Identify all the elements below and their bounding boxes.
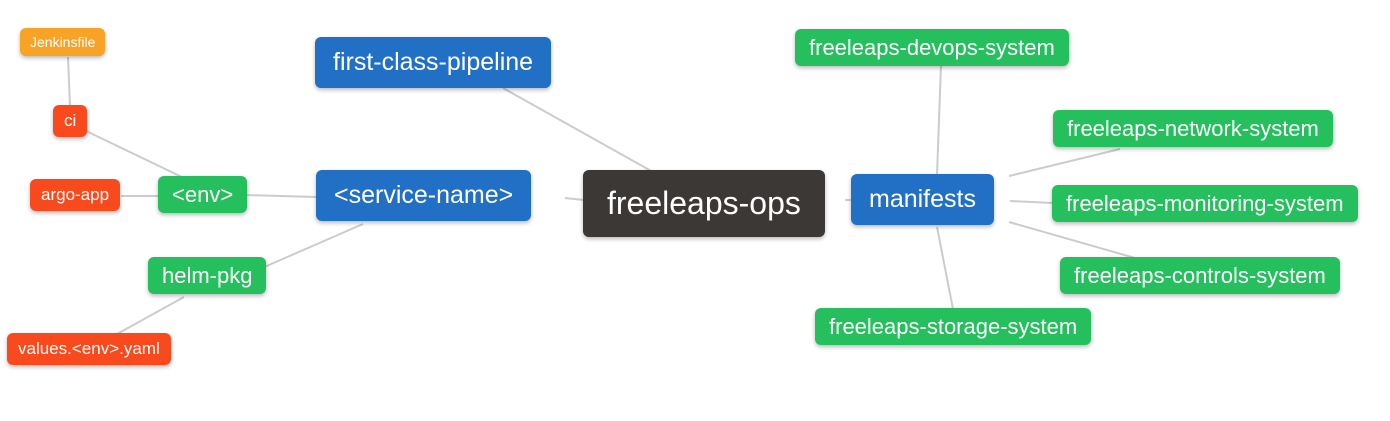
node-ci[interactable]: ci	[53, 105, 88, 137]
node-freeleaps-ops[interactable]: freeleaps-ops	[583, 170, 825, 237]
node-freeleaps-controls-system[interactable]: freeleaps-controls-system	[1060, 257, 1340, 295]
node-helm-pkg[interactable]: helm-pkg	[148, 257, 267, 295]
edge-manifests-freeleaps-storage-system	[936, 226, 954, 310]
node-env[interactable]: <env>	[158, 176, 248, 214]
edge-env-ci	[83, 129, 185, 179]
edge-ci-jenkinsfile	[67, 56, 71, 107]
node-argo-app[interactable]: argo-app	[30, 179, 121, 211]
edge-freeleaps-ops-service-name	[564, 197, 585, 201]
node-jenkinsfile[interactable]: Jenkinsfile	[20, 28, 106, 57]
edge-manifests-freeleaps-monitoring-system	[1009, 200, 1054, 204]
node-values-env-yaml[interactable]: values.<env>.yaml	[7, 333, 171, 365]
node-freeleaps-network-system[interactable]: freeleaps-network-system	[1053, 110, 1333, 148]
node-freeleaps-devops-system[interactable]: freeleaps-devops-system	[795, 29, 1069, 67]
node-first-class-pipeline[interactable]: first-class-pipeline	[315, 37, 552, 88]
edge-service-name-env	[242, 194, 318, 198]
edge-manifests-freeleaps-controls-system	[1008, 221, 1136, 259]
edge-manifests-freeleaps-network-system	[1008, 148, 1121, 177]
node-service-name[interactable]: <service-name>	[316, 170, 532, 221]
node-freeleaps-monitoring-system[interactable]: freeleaps-monitoring-system	[1052, 185, 1358, 223]
edge-freeleaps-ops-first-class-pipeline	[502, 87, 654, 173]
edge-service-name-helm-pkg	[261, 223, 364, 269]
edge-helm-pkg-values-env-yaml	[116, 296, 185, 335]
node-manifests[interactable]: manifests	[851, 174, 994, 225]
edge-manifests-freeleaps-devops-system	[936, 64, 942, 176]
node-freeleaps-storage-system[interactable]: freeleaps-storage-system	[815, 308, 1092, 346]
